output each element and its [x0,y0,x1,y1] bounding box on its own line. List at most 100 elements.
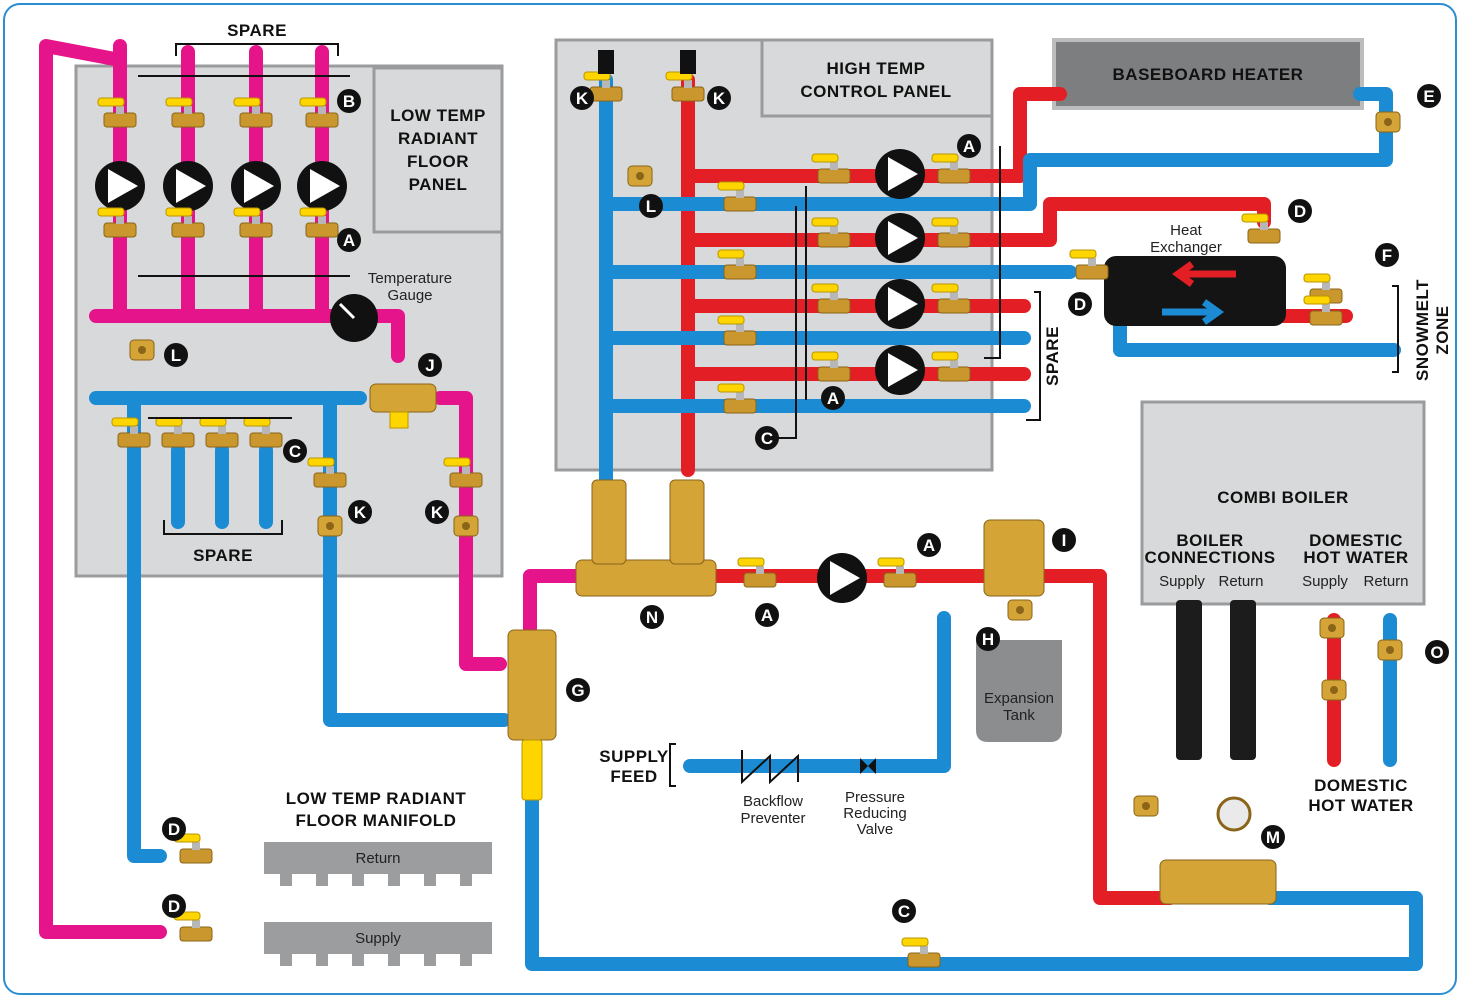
badge-a: A [755,603,779,627]
badge-k: K [348,500,372,524]
combi-boiler-label: COMBI BOILER [1217,488,1349,507]
svg-text:K: K [354,503,367,522]
low-temp-pump-2 [163,161,213,211]
three-way-valve [507,629,557,741]
high-temp-panel-label-box [760,38,994,118]
temperature-gauge-label-2: Gauge [387,287,432,304]
high-temp-panel-title-1: HIGH TEMP [827,59,926,78]
badge-a: A [821,386,845,410]
badge-a: A [917,533,941,557]
badge-d: D [1288,199,1312,223]
svg-text:D: D [168,897,180,916]
low-temp-panel-title-2: RADIANT [398,129,478,148]
combi-boiler [1140,400,1426,606]
svg-text:K: K [576,89,589,108]
snowmelt-bracket [1392,285,1399,373]
boiler-return-label: Return [1218,573,1263,590]
svg-text:E: E [1423,87,1434,106]
svg-text:A: A [827,389,839,408]
dhw-out-label-1: DOMESTIC [1314,776,1408,795]
svg-text:M: M [1266,828,1280,847]
prv-label-3: Valve [857,821,893,838]
snowmelt-zone-label-2: ZONE [1433,305,1452,354]
vent-k2 [680,50,696,74]
svg-text:G: G [571,681,584,700]
svg-text:C: C [289,442,301,461]
backflow-preventer-label-1: Backflow [743,793,803,810]
svg-text:A: A [923,536,935,555]
badge-f: F [1375,243,1399,267]
high-temp-panel-title-2: CONTROL PANEL [800,82,951,101]
boiler-supply-label: Supply [1159,573,1205,590]
manifold-return-label: Return [355,850,400,867]
heat-exchanger [1104,256,1286,326]
svg-text:O: O [1430,643,1443,662]
badge-b: B [337,89,361,113]
high-temp-pump-2 [875,213,925,263]
badge-m: M [1261,825,1285,849]
air-vent-high-temp [627,165,653,187]
prv-label-2: Reducing [843,805,906,822]
boiler-connections-label-2: CONNECTIONS [1144,548,1275,567]
dhw-supply-label: Supply [1302,573,1348,590]
badge-n: N [640,605,664,629]
badge-o: O [1425,640,1449,664]
heat-exchanger-cold-arrow [1162,299,1225,325]
badge-d: D [162,817,186,841]
manifold-title-2: FLOOR MANIFOLD [296,811,457,830]
spare-bottom-label: SPARE [193,546,253,565]
svg-text:D: D [1294,202,1306,221]
badge-a: A [957,134,981,158]
manifold-ports [280,874,472,966]
supply-feed-label-1: SUPPLY [599,747,669,766]
boiler-return-hose [1230,600,1256,760]
high-temp-pump-1 [875,149,925,199]
low-temp-panel-title-4: PANEL [409,175,468,194]
pressure-gauge [1216,796,1252,832]
svg-text:L: L [646,197,656,216]
svg-text:A: A [761,606,773,625]
badge-k: K [707,86,731,110]
temperature-gauge-label-1: Temperature [368,270,452,287]
badge-e: E [1417,84,1441,108]
svg-text:D: D [168,820,180,839]
backflow-preventer-label-2: Preventer [740,810,805,827]
pipe-low-temp-supply-header [89,309,405,363]
svg-text:H: H [982,630,994,649]
low-temp-pump-3 [231,161,281,211]
outer-frame [3,3,1457,995]
badge-k: K [570,86,594,110]
badge-l: L [639,194,663,218]
low-temp-pump-1 [95,161,145,211]
badge-d: D [1068,292,1092,316]
mixing-valve [369,383,437,413]
spare-top-bracket [175,43,339,56]
boiler-supply-hose [1176,600,1202,760]
svg-text:I: I [1062,531,1067,550]
svg-text:C: C [761,429,773,448]
low-temp-panel-label-box [372,66,504,234]
boiler-connections-label-1: BOILER [1176,531,1243,550]
badge-j: J [418,353,442,377]
svg-text:N: N [646,608,658,627]
heat-exchanger-label-2: Exchanger [1150,239,1222,256]
spare-right-label: SPARE [1043,326,1062,386]
manifold-supply-label: Supply [355,930,401,947]
low-temp-panel-title-3: FLOOR [407,152,469,171]
spare-right-bracket [1026,291,1041,421]
spare-bottom-bracket [163,520,283,535]
badge-k: K [425,500,449,524]
supply-feed-label-2: FEED [610,767,657,786]
manifold-title-1: LOW TEMP RADIANT [286,789,467,808]
svg-text:A: A [343,231,355,250]
baseboard-heater [1052,38,1364,110]
svg-text:K: K [431,503,444,522]
pipe-boiler-return [525,763,1423,971]
expansion-tank [976,640,1062,742]
spare-top-label: SPARE [227,21,287,40]
hydraulic-separator [575,559,717,597]
svg-text:L: L [171,346,181,365]
vent-k1 [598,50,614,74]
